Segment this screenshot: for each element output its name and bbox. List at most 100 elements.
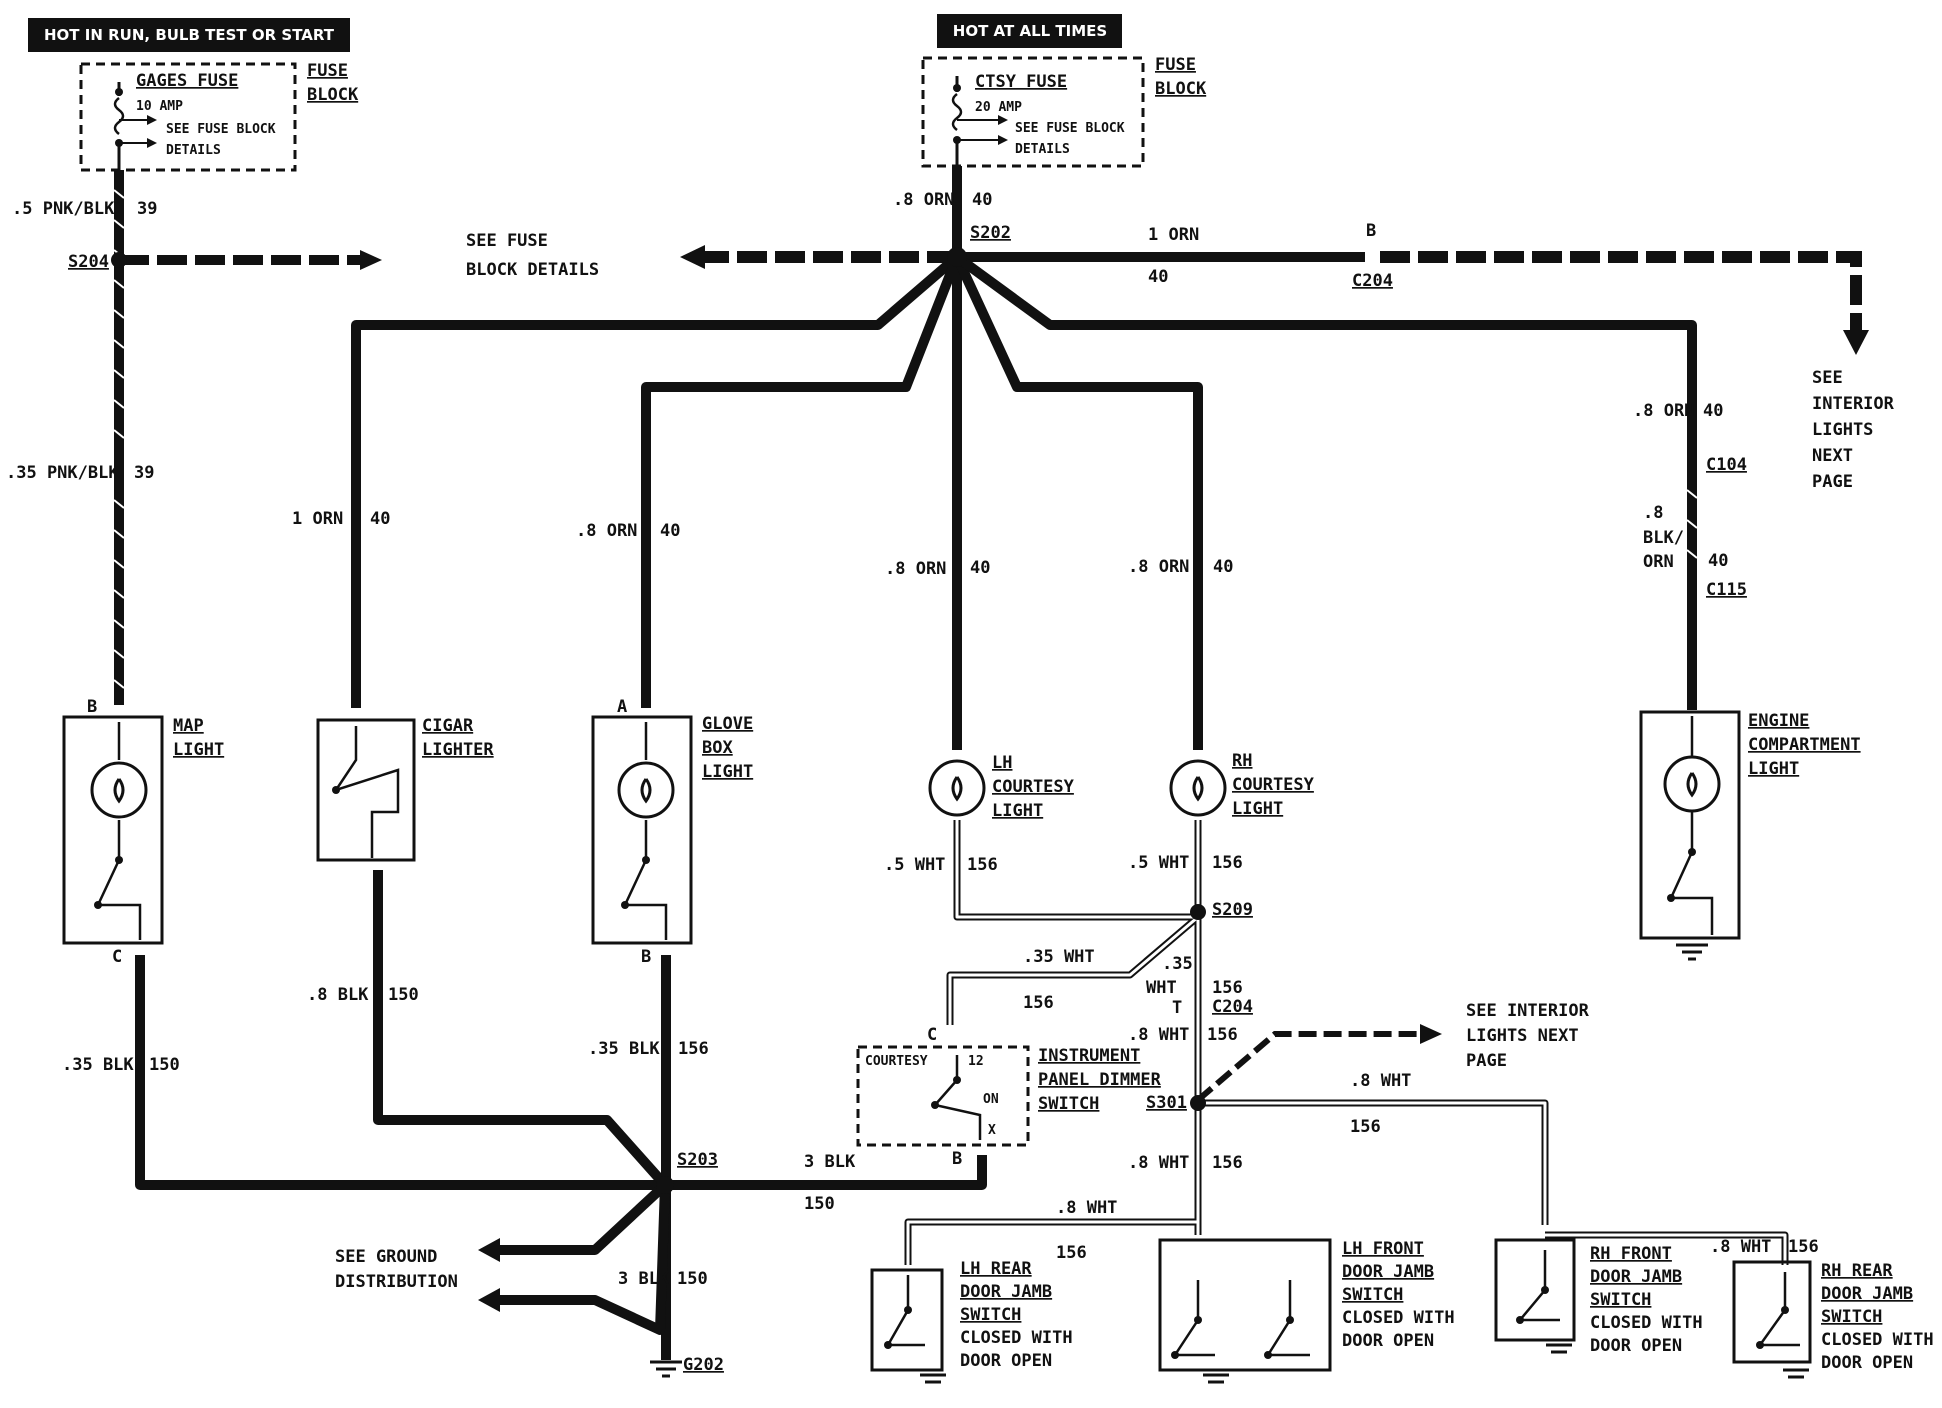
header-run: HOT IN RUN, BULB TEST OR START [28,18,350,52]
wire-circuit: 40 [972,190,992,210]
ctsy-fuse-rating: 20 AMP [975,100,1022,115]
engine-label-2: COMPARTMENT [1748,735,1861,755]
rh-front-label-3: SWITCH [1590,1290,1651,1310]
dimmer-label-3: SWITCH [1038,1094,1099,1114]
wire-circuit: 40 [370,509,390,529]
wire-circuit: 150 [149,1055,180,1075]
wire-circuit: 156 [967,855,998,875]
map-light-label-1: MAP [173,716,204,736]
wire-size: .5 WHT [884,855,945,875]
wire-size: .8 WHT [1350,1071,1411,1091]
wire-size: .8 ORN [885,559,946,579]
pin-map-b: B [87,697,97,717]
wire-size-1: .35 [1162,954,1193,974]
wire-circuit: 156 [1350,1117,1381,1137]
dimmer-pin-12: 12 [968,1054,984,1069]
engine-label-3: LIGHT [1748,759,1799,779]
lh-rear-label-5: DOOR OPEN [960,1351,1052,1371]
bulb-icon [90,761,148,819]
rh-courtesy-label-1: RH [1232,751,1252,771]
header-always-text: HOT AT ALL TIMES [953,22,1107,40]
connector-c204: C204 [1352,271,1393,291]
heavy-wires [114,166,1697,1360]
note-interior-5: PAGE [1812,472,1853,492]
splice-dots [111,247,1206,1194]
wire-size: 1 ORN [1148,225,1199,245]
rh-rear-label-4: CLOSED WITH [1821,1330,1934,1350]
splice-s203: S203 [677,1150,718,1170]
lh-rear-label-3: SWITCH [960,1305,1021,1325]
ctsy-block-label1: FUSE [1155,55,1196,75]
ctsy-fuse-see2: DETAILS [1015,142,1070,157]
dashed-arrows [119,245,1869,1312]
gages-fuse-see1: SEE FUSE BLOCK [166,122,276,137]
rh-front-label-1: RH FRONT [1590,1244,1672,1264]
pin-glove-a: A [617,697,627,717]
ctsy-fuse-name: CTSY FUSE [975,72,1067,92]
lh-courtesy-label-2: COURTESY [992,777,1075,797]
wire-circuit: 40 [1703,401,1723,421]
wire-circuit: 40 [1148,267,1168,287]
ground-icons [650,943,1809,1384]
rh-courtesy-label-3: LIGHT [1232,799,1283,819]
wire-circuit: 150 [804,1194,835,1214]
wire-circuit: 40 [660,521,680,541]
ctsy-fuse-see1: SEE FUSE BLOCK [1015,121,1125,136]
lh-front-label-4: CLOSED WITH [1342,1308,1455,1328]
wire-circuit: 156 [1207,1025,1238,1045]
dimmer-courtesy: COURTESY [865,1054,928,1069]
lh-front-label-3: SWITCH [1342,1285,1403,1305]
lh-front-label-5: DOOR OPEN [1342,1331,1434,1351]
wire-size: .35 WHT [1023,947,1095,967]
bulb-icon [617,761,675,819]
gages-fuse-see2: DETAILS [166,143,221,158]
bulb-icon [1169,759,1227,817]
gages-fuse-name: GAGES FUSE [136,71,238,91]
glove-label-3: LIGHT [702,762,753,782]
wire-size: .8 ORN [576,521,637,541]
wire-size-1: .8 [1643,503,1663,523]
rh-front-label-5: DOOR OPEN [1590,1336,1682,1356]
note-interior-3: LIGHTS [1812,420,1873,440]
ctsy-fuse-block: CTSY FUSE 20 AMP SEE FUSE BLOCK DETAILS … [921,55,1207,168]
gages-fuse-rating: 10 AMP [136,99,183,114]
rh-front-label-2: DOOR JAMB [1590,1267,1682,1287]
lh-courtesy-label-3: LIGHT [992,801,1043,821]
map-light-label-2: LIGHT [173,740,224,760]
rh-rear-label-5: DOOR OPEN [1821,1353,1913,1373]
glove-label-2: BOX [702,738,733,758]
cigar-label-2: LIGHTER [422,740,494,760]
splice-s204: S204 [68,252,109,272]
lh-front-label-2: DOOR JAMB [1342,1262,1434,1282]
gages-block-label2: BLOCK [307,85,359,105]
pin-map-c: C [112,947,122,967]
wire-size: .35 BLK [588,1039,660,1059]
wire-circuit: 40 [970,558,990,578]
wire-circuit: 39 [137,199,157,219]
wire-size: .5 PNK/BLK [12,199,115,219]
wire-size: .8 WHT [1710,1237,1771,1257]
component-boxes [62,710,1812,1372]
wire-size: .8 WHT [1128,1025,1189,1045]
wire-size: .35 BLK [62,1055,134,1075]
note-ground-1: SEE GROUND [335,1247,437,1267]
note-see-fuse-2: BLOCK DETAILS [466,260,599,280]
dimmer-on: ON [983,1092,999,1107]
gages-fuse-block: GAGES FUSE 10 AMP SEE FUSE BLOCK DETAILS… [79,61,359,172]
dimmer-label-2: PANEL DIMMER [1038,1070,1162,1090]
engine-label-1: ENGINE [1748,711,1809,731]
wire-size: 3 BLK [618,1269,670,1289]
wire-size: .35 PNK/BLK [6,463,119,483]
labels: S204 S202 S209 S301 S203 G202 B C204 C10… [6,190,1934,1375]
note-interior-1: SEE [1812,368,1843,388]
rh-courtesy-label-2: COURTESY [1232,775,1315,795]
wire-circuit: 40 [1213,557,1233,577]
wire-size: .8 ORN [1633,401,1694,421]
header-run-text: HOT IN RUN, BULB TEST OR START [44,26,335,44]
wire-size: .8 ORN [893,190,954,210]
note-interior-2: INTERIOR [1812,394,1895,414]
wire-size-2: WHT [1146,978,1177,998]
lh-rear-label-1: LH REAR [960,1259,1032,1279]
wire-size: .5 WHT [1128,853,1189,873]
